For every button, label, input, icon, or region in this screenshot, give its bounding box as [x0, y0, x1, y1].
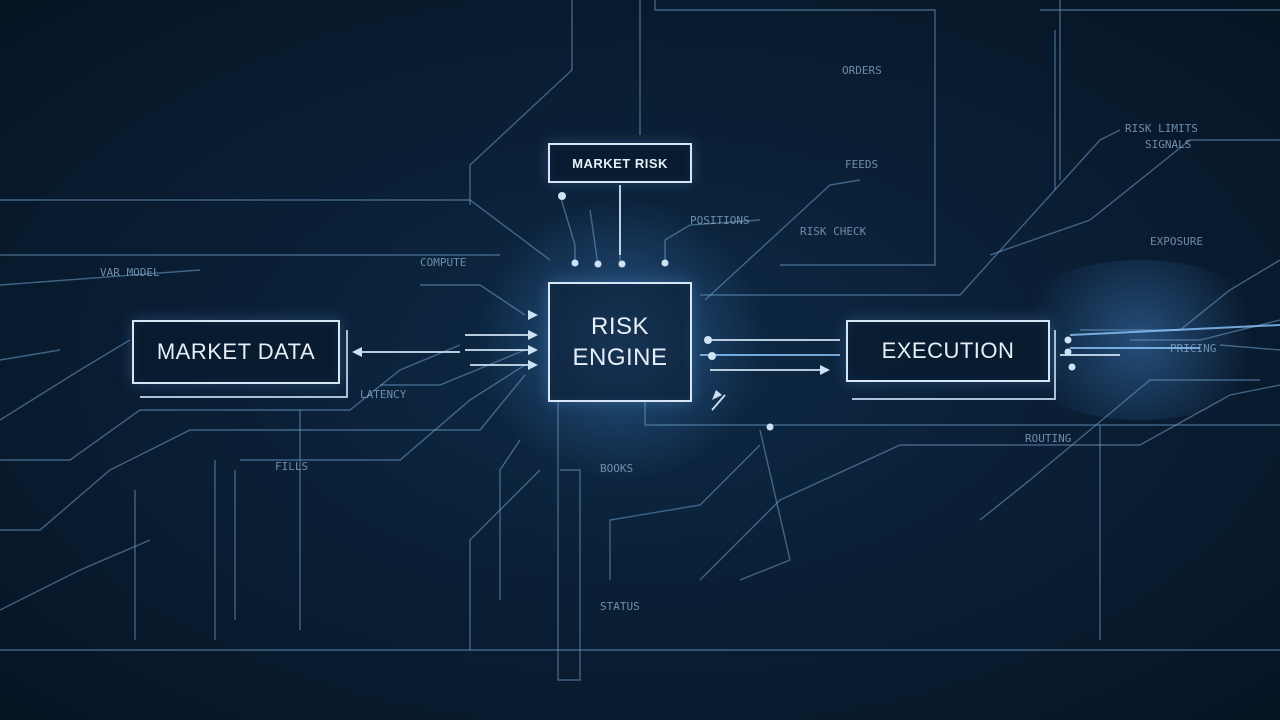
trace	[559, 194, 576, 265]
micro-label: VAR MODEL	[100, 266, 160, 279]
trace	[589, 209, 599, 266]
micro-label: COMPUTE	[420, 256, 467, 269]
trace	[664, 219, 761, 241]
connector-dot	[766, 423, 774, 431]
micro-label: BOOKS	[600, 462, 634, 475]
trace	[700, 129, 1121, 296]
connector-dot	[1064, 336, 1072, 344]
micro-label: PRICING	[1170, 342, 1217, 355]
connector-dot	[1068, 363, 1076, 371]
execution-label: EXECUTION	[881, 338, 1015, 363]
highlight-trace	[1069, 324, 1280, 336]
trace	[0, 539, 151, 611]
market-data-shadow	[140, 330, 348, 398]
arrow-head	[352, 347, 362, 357]
market-data-node[interactable]: MARKET DATA	[132, 320, 340, 384]
risk-engine-label-line1: RISK	[590, 312, 649, 340]
connector-dot	[594, 260, 602, 268]
execution-node[interactable]: EXECUTION	[846, 320, 1050, 382]
micro-label: SIGNALS	[1145, 138, 1192, 151]
trace	[644, 402, 690, 426]
trace	[469, 469, 541, 650]
market-data-label: MARKET DATA	[156, 339, 316, 364]
trace	[979, 379, 1260, 521]
arrow-head	[528, 345, 538, 355]
micro-label: RISK LIMITS	[1125, 122, 1198, 135]
trace	[0, 349, 61, 361]
arrow-head	[820, 365, 830, 375]
micro-label: FILLS	[275, 460, 309, 473]
connector-dot	[1064, 348, 1072, 356]
trace	[0, 339, 131, 421]
arrow-line	[711, 394, 726, 411]
risk-engine-node[interactable]: RISK ENGINE	[548, 282, 692, 402]
micro-label: POSITIONS	[690, 214, 750, 227]
trace	[240, 364, 526, 461]
trace	[1219, 344, 1280, 351]
trace	[1080, 259, 1280, 331]
arrow-head	[712, 390, 722, 400]
arrow-head	[528, 360, 538, 370]
trace	[0, 374, 526, 531]
trace	[420, 284, 526, 316]
connector-dot	[618, 260, 626, 268]
arrow-head	[528, 310, 538, 320]
market-risk-node[interactable]: MARKET RISK	[548, 143, 692, 183]
trace	[739, 429, 791, 581]
micro-label: ORDERS	[842, 64, 882, 77]
arrow-head	[528, 330, 538, 340]
connector-dot	[571, 259, 579, 267]
trace	[0, 269, 201, 286]
execution-shadow	[852, 330, 1056, 400]
trace	[609, 444, 761, 580]
trace	[704, 179, 861, 301]
market-risk-label: MARKET RISK	[572, 155, 668, 171]
trace	[0, 199, 551, 261]
micro-label: FEEDS	[845, 158, 879, 171]
trace	[654, 0, 936, 266]
trace	[469, 0, 573, 205]
connector-dot	[558, 192, 566, 200]
micro-label: RISK CHECK	[800, 225, 867, 238]
trace	[0, 344, 461, 461]
micro-label: EXPOSURE	[1150, 235, 1203, 248]
trace	[499, 439, 521, 600]
trace	[989, 139, 1280, 256]
trace	[380, 349, 526, 386]
micro-label: STATUS	[600, 600, 640, 613]
connector-dot	[661, 259, 669, 267]
trace	[557, 400, 581, 681]
micro-label: ROUTING	[1025, 432, 1072, 445]
trace	[699, 384, 1280, 581]
connector-dot	[708, 352, 716, 360]
connector-dot	[704, 336, 712, 344]
micro-label: LATENCY	[360, 388, 407, 401]
risk-engine-label-line2: ENGINE	[572, 344, 668, 371]
